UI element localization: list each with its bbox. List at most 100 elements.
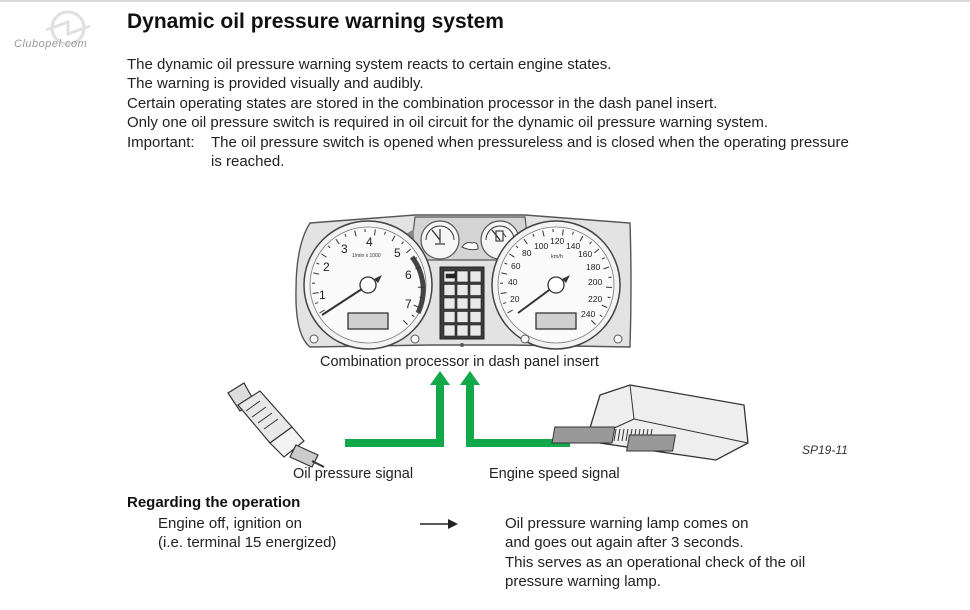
gauge-tick-mark (319, 309, 325, 314)
gauge-tick-mark (313, 272, 320, 275)
warning-lamp-cell (456, 270, 469, 283)
tach-tick: 2 (323, 260, 330, 274)
signal-arrows (345, 371, 570, 447)
gauge-tick-mark (523, 238, 528, 245)
tach-tick: 4 (366, 235, 373, 249)
speed-tick: 100 (534, 241, 548, 251)
temperature-icon (435, 229, 445, 245)
result-line: pressure warning lamp. (505, 573, 661, 591)
speed-tick: 120 (550, 236, 564, 246)
gauge-tick-mark (507, 309, 513, 314)
gauge-tick-mark (401, 241, 404, 245)
engine-control-unit (551, 384, 749, 461)
speed-tick: 80 (522, 248, 532, 258)
tach-tick: 6 (405, 268, 412, 282)
gauge-tick-mark (419, 296, 423, 299)
important-note: Important: The oil pressure switch is op… (127, 133, 851, 172)
speed-tick: 20 (510, 294, 520, 304)
warning-lamp-cell (443, 284, 456, 296)
gauge-tick-mark (391, 235, 396, 242)
intro-line: Certain operating states are stored in t… (127, 94, 718, 112)
tach-tick: 5 (394, 246, 401, 260)
warning-lamp-cell (469, 297, 482, 310)
ecu-pin (625, 428, 629, 442)
gauge-tick-mark (601, 304, 608, 309)
intro-line: The warning is provided visually and aud… (127, 75, 424, 93)
result-line: Oil pressure warning lamp comes on (505, 515, 749, 532)
important-label: Important: (127, 133, 195, 151)
important-text: The oil pressure switch is opened when p… (211, 133, 849, 171)
ecu-pin (613, 428, 617, 442)
warning-lamp-icon (461, 242, 479, 251)
gauge-tick-mark (327, 245, 331, 249)
gauge-tick-mark (503, 302, 507, 305)
gauge-tick-mark (316, 262, 320, 265)
top-rule (0, 0, 970, 2)
tach-tick: 3 (341, 242, 348, 256)
tach-unit: 1/min x 1000 (352, 253, 381, 259)
oil-can-icon (445, 270, 457, 279)
speed-unit: km/h (551, 254, 563, 260)
system-figure: 1 2 3 4 5 6 7 1/min x 1000 20 (200, 205, 880, 490)
condition-line: (i.e. terminal 15 energized) (158, 534, 337, 552)
dash-caption: Combination processor in dash panel inse… (320, 354, 599, 370)
page-title: Dynamic oil pressure warning system (127, 10, 504, 33)
gauge-tick-mark (593, 248, 600, 254)
gauge-tick-mark (599, 314, 603, 318)
ecu-pin (617, 428, 621, 442)
speed-tick: 240 (581, 309, 595, 319)
speed-tick: 140 (566, 241, 580, 251)
gauge-tick-mark (403, 320, 408, 325)
speed-tick: 40 (508, 277, 518, 287)
gauge-tick-mark (335, 238, 340, 245)
gauge-tick-mark (509, 253, 515, 258)
oil-signal-label: Oil pressure signal (293, 466, 414, 482)
gauge-tick-mark (321, 253, 327, 258)
gauge-tick-mark (411, 314, 415, 318)
speed-tick: 160 (578, 249, 592, 259)
gauge-tick-mark (384, 231, 386, 235)
gauge-tick-mark (572, 231, 574, 235)
instrument-cluster: 1 2 3 4 5 6 7 1/min x 1000 20 (295, 214, 632, 350)
gauge-tick-mark (515, 245, 519, 249)
gauge-tick-mark (532, 233, 535, 237)
gauge-tick-mark (413, 257, 418, 260)
gauge-tick-mark (501, 272, 508, 275)
intro-text: The dynamic oil pressure warning system … (127, 55, 851, 171)
gauge-tick-mark (315, 302, 319, 305)
warning-lamp-cell (469, 284, 482, 296)
watermark-text: Clubopel.com (14, 38, 88, 50)
figure-code: SP19-11 (802, 443, 848, 457)
warning-lamp-cell (469, 311, 482, 323)
tach-tick: 1 (319, 288, 326, 302)
warning-lamp-cell (443, 311, 456, 323)
intro-line: The dynamic oil pressure warning system … (127, 56, 612, 73)
engine-signal-label: Engine speed signal (489, 466, 620, 482)
gauge-tick-mark (579, 235, 584, 242)
warning-lamp-panel (439, 266, 485, 340)
gauge-tick-mark (591, 320, 596, 325)
operation-result: Oil pressure warning lamp comes on and g… (505, 514, 805, 592)
intro-line: Only one oil pressure switch is required… (127, 114, 769, 132)
gauge-tick-mark (542, 230, 545, 237)
speedometer: 20 40 60 80 100 120 140 160 180 200 220 … (491, 220, 621, 350)
gauge-tick-mark (413, 304, 420, 309)
warning-lamp-cell (443, 297, 456, 310)
fuel-pump-icon (495, 230, 507, 242)
operation-title: Regarding the operation (127, 494, 301, 511)
gauge-tick-mark (601, 257, 606, 260)
speed-tick: 200 (588, 277, 602, 287)
gauge-tick-mark (589, 241, 592, 245)
gauge-tick-mark (500, 292, 507, 295)
gauge-tick-mark (562, 229, 564, 236)
speed-tick: 180 (586, 262, 600, 272)
gauge-tick-mark (504, 262, 508, 265)
oil-pressure-switch (227, 382, 325, 468)
result-line: This serves as an operational check of t… (505, 553, 806, 571)
arrow-right-icon (420, 519, 458, 529)
warning-lamp-cell (443, 324, 456, 337)
speed-tick: 220 (588, 294, 602, 304)
speed-tick: 60 (511, 261, 521, 271)
temperature-gauge (420, 220, 460, 260)
gauge-tick-mark (312, 292, 319, 295)
